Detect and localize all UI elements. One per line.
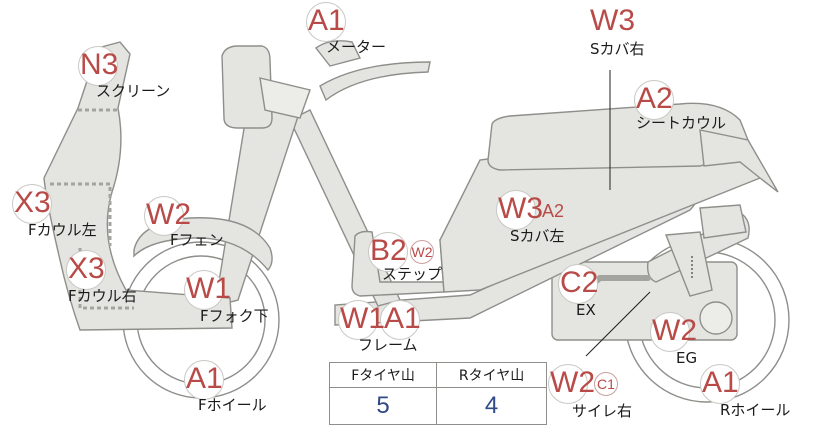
frame-code: W1 — [340, 302, 385, 335]
scover-r-code: W3 — [590, 4, 635, 37]
muffler-label: サイレ右 — [572, 402, 633, 420]
fcowl-l-code: X3 — [14, 186, 51, 219]
muffler-sub-code: C1 — [594, 372, 618, 396]
ffork-code: W1 — [186, 272, 231, 305]
rwheel-label: Rホイール — [720, 401, 791, 419]
rear-tread-value: 4 — [436, 387, 547, 425]
fwheel-code: A1 — [186, 362, 223, 395]
screen-code: N3 — [80, 48, 119, 81]
fcowl-l-label: Fカウル左 — [28, 221, 97, 239]
rear-tread-header: Rタイヤ山 — [436, 362, 547, 388]
fcowl-r-label: Fカウル右 — [68, 287, 137, 305]
step-sub-code: W2 — [410, 240, 434, 264]
fwheel-label: Fホイール — [198, 396, 267, 414]
ex-code: C2 — [560, 266, 599, 299]
scover-l-sub-code: A2 — [542, 201, 565, 221]
tread-depth-table: Fタイヤ山 Rタイヤ山 5 4 — [328, 362, 547, 425]
step-code: B2 — [370, 234, 407, 267]
screen-label: スクリーン — [96, 82, 171, 100]
front-tread-header: Fタイヤ山 — [328, 362, 438, 388]
frame-label: フレーム — [358, 336, 418, 354]
scover-l-code: W3 — [498, 192, 543, 225]
scover-l-label: Sカバ左 — [510, 227, 565, 245]
muffler-code: W2 — [550, 366, 595, 399]
meter-shape — [314, 40, 362, 67]
front-tread-value: 5 — [328, 387, 438, 425]
eg-label: EG — [676, 349, 698, 367]
meter-label: メーター — [326, 38, 387, 56]
step-label: ステップ — [382, 265, 443, 283]
ffender-code: W2 — [146, 198, 191, 231]
seat-shape — [487, 102, 753, 171]
ffender-label: Fフェン — [170, 231, 224, 249]
ex-label: EX — [576, 301, 596, 319]
seatcowl-label: シートカウル — [636, 114, 727, 132]
meter-code: A1 — [308, 4, 345, 37]
fcowl-r-code: X3 — [68, 252, 105, 285]
eg-code: W2 — [652, 314, 697, 347]
seatcowl-code: A2 — [636, 82, 673, 115]
scover-r-label: Sカバ右 — [590, 40, 645, 58]
frame-code-2: A1 — [384, 302, 421, 335]
rwheel-code: A1 — [702, 366, 739, 399]
ffork-label: Fフォク下 — [200, 307, 269, 325]
